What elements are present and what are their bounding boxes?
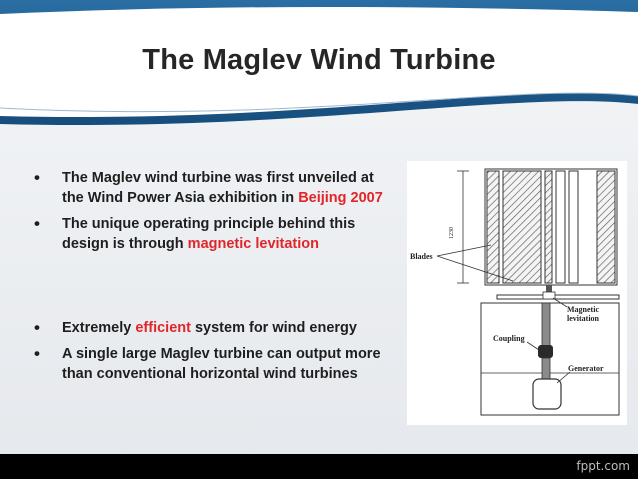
header-band — [0, 0, 638, 126]
coupling-label: Coupling — [493, 334, 525, 343]
bullet-text: The Maglev wind turbine was first unveil… — [62, 170, 374, 206]
footer-brand: fppt.com — [576, 459, 630, 473]
turbine-diagram: 1230 Blades Magnetic levitation Coupling… — [407, 161, 627, 425]
levitation-label: levitation — [567, 314, 600, 323]
bullet-text-tail: system for wind energy — [190, 320, 357, 336]
bullet-dot-icon: • — [34, 344, 40, 363]
magnetic-label: Magnetic — [567, 305, 599, 314]
bullet-highlight: Beijing 2007 — [298, 190, 383, 206]
slide-title: The Maglev Wind Turbine — [142, 44, 496, 76]
bullet-list: • The Maglev wind turbine was first unve… — [34, 168, 394, 384]
bullet-item: • Extremely efficient system for wind en… — [34, 318, 394, 338]
bullet-item: • The Maglev wind turbine was first unve… — [34, 168, 394, 208]
generator-label: Generator — [568, 364, 604, 373]
bullet-dot-icon: • — [34, 214, 40, 233]
blades-label: Blades — [410, 252, 433, 261]
bullet-text: Extremely — [62, 320, 136, 336]
bullet-text: The unique operating principle behind th… — [62, 216, 356, 252]
bullet-item: • The unique operating principle behind … — [34, 214, 394, 254]
bullet-dot-icon: • — [34, 318, 40, 337]
dimension-label: 1230 — [449, 227, 455, 239]
bullet-item: • A single large Maglev turbine can outp… — [34, 344, 394, 384]
footer-bar: fppt.com — [0, 454, 638, 479]
bullet-dot-icon: • — [34, 168, 40, 187]
bullet-highlight: magnetic levitation — [187, 236, 320, 252]
bullet-highlight: efficient — [135, 320, 191, 336]
bullet-text: A single large Maglev turbine can output… — [62, 346, 381, 382]
